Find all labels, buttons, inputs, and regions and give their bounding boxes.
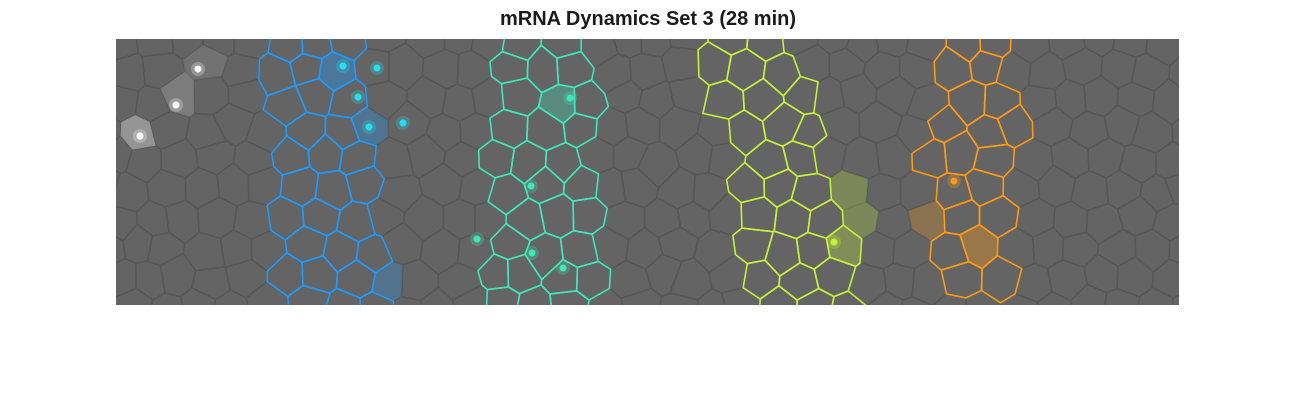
tinted-cell [826,225,862,267]
mrna-spot [399,119,407,127]
stripe-cell-outline [980,254,1023,304]
mrna-spot [354,93,362,101]
cell [150,292,184,305]
mrna-spot [339,62,347,70]
mrna-spot [950,177,958,185]
cell [392,295,422,305]
cell [1104,287,1141,305]
cell [660,46,700,83]
stripe-cell-outline [485,286,521,305]
mrna-spot [136,132,144,140]
cell-mosaic-canvas [116,39,1179,305]
mrna-spot [559,264,567,272]
cell [1163,173,1179,206]
tinted-cell [182,44,229,80]
microscopy-image [116,39,1179,305]
stripe-cell-outline [516,283,552,305]
stripe-cell-outline [759,284,798,305]
cell [245,280,290,305]
cell [116,287,154,305]
cell [213,289,249,305]
mrna-spot [528,249,536,257]
stripe-cell-outline [325,287,362,305]
tinted-cell [842,202,879,239]
mrna-spot [365,123,373,131]
tinted-cell [120,115,156,150]
cell [696,287,727,305]
tinted-cell [908,200,945,242]
cell [179,286,217,305]
cell [1137,286,1175,305]
mrna-spot [373,64,381,72]
cell [620,287,663,305]
tinted-cell [318,51,356,91]
cell [1036,290,1073,305]
cell [659,292,699,305]
cell [866,290,905,305]
figure-title: mRNA Dynamics Set 3 (28 min) [499,8,796,30]
cell [1171,117,1179,146]
stripe-cell-outline [359,290,395,305]
cell [419,286,455,305]
tinted-cell [160,71,195,117]
tinted-cell [371,261,403,302]
cell [1168,56,1179,88]
mrna-spot [566,94,574,102]
mrna-spot [830,238,838,246]
cell [900,295,933,305]
cell [116,52,146,93]
cell [720,286,762,305]
tinted-cell [538,84,575,124]
mrna-spot [473,235,481,243]
stripe-cell-outline [549,289,590,305]
mrna-spot [527,182,535,190]
mrna-spot [172,101,180,109]
cell [1168,235,1179,264]
mrna-spot [194,65,202,73]
tinted-cell [830,170,869,211]
stripe-cell-outline [831,290,867,305]
cell [1172,294,1179,305]
stripe-cell-outline [796,287,835,305]
tinted-cell [960,224,998,269]
